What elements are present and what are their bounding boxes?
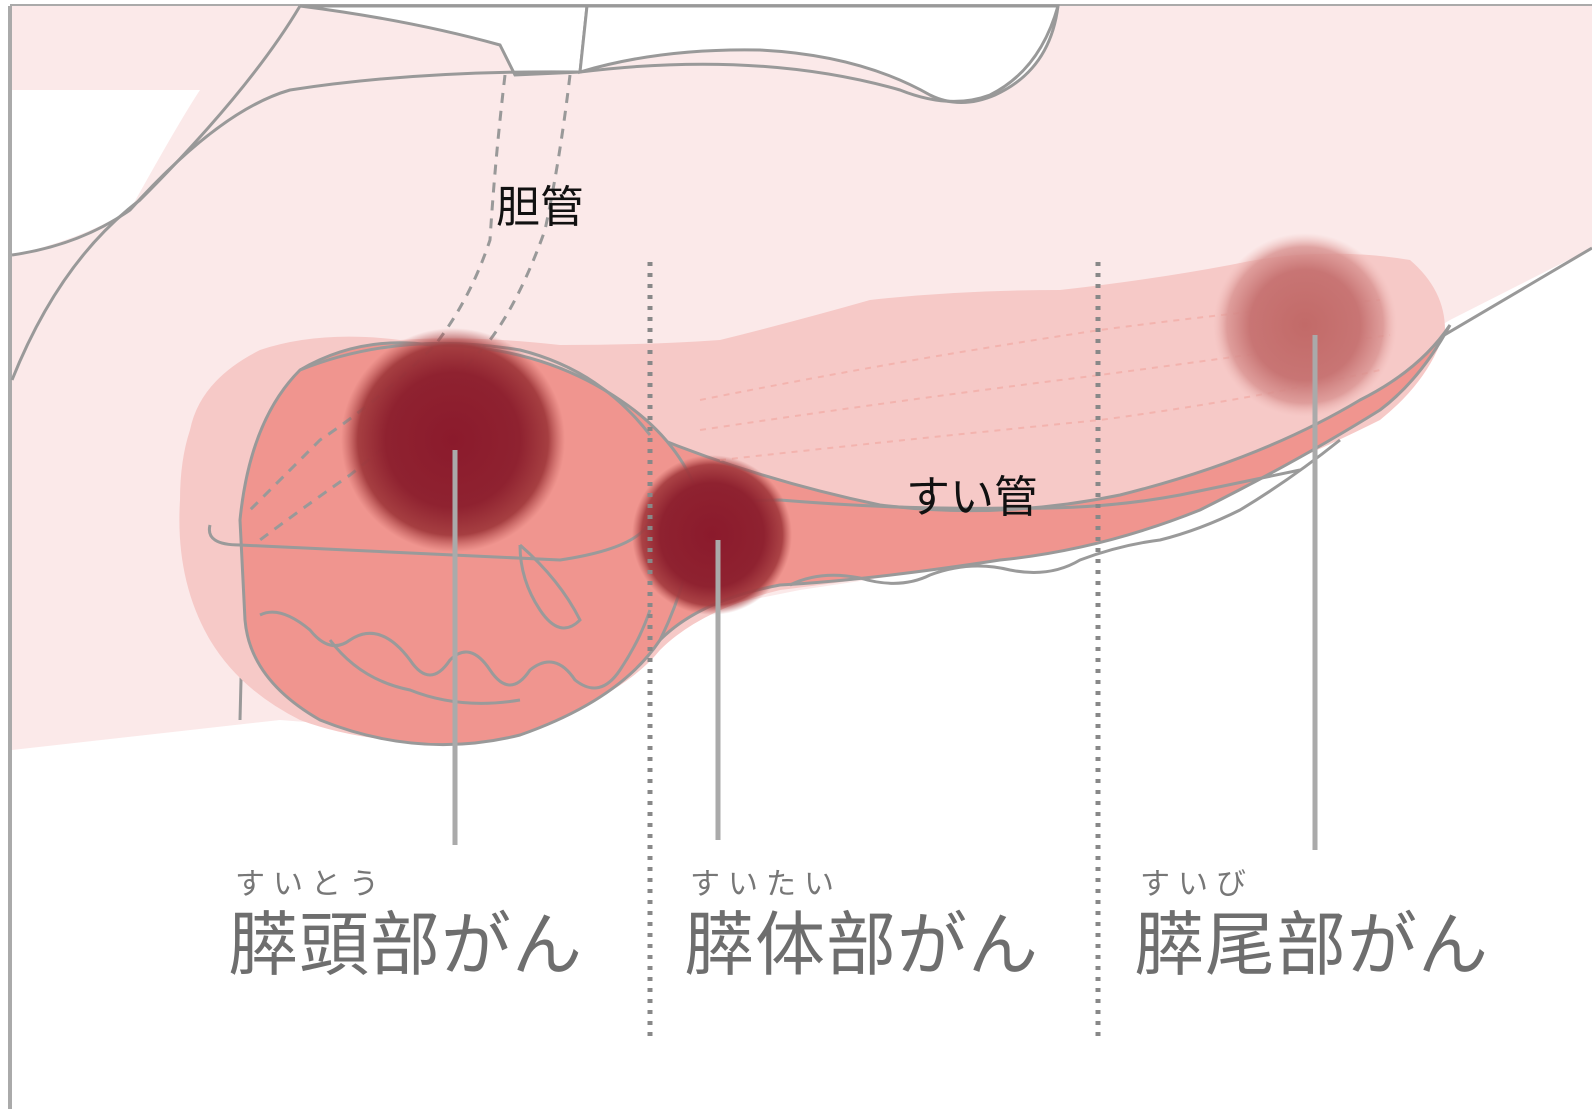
section-dividers: [647, 262, 1101, 1040]
tail-ruby: すいび: [1140, 867, 1254, 902]
white-region-left-upper: [12, 6, 300, 90]
body-cancer-label: 膵体部がん: [684, 904, 1039, 986]
head-cancer-label: 膵頭部がん: [228, 904, 583, 986]
bile-duct-dashes: [248, 74, 572, 542]
pancreatic-duct-label: すい管: [906, 472, 1038, 523]
tail-cancer-label: 膵尾部がん: [1134, 904, 1489, 986]
body-ruby: すいたい: [690, 867, 842, 902]
head-ruby: すいとう: [235, 867, 387, 902]
tumor-tail: [1213, 233, 1397, 417]
bile-duct-label: 胆管: [496, 182, 584, 233]
white-region-stomach: [578, 4, 1060, 104]
tumor-body: [632, 455, 792, 615]
pancreas-body: [648, 324, 1452, 644]
leader-lines: [452, 335, 1318, 850]
white-region-upper: [299, 4, 589, 77]
tumor-head: [341, 328, 565, 552]
white-region-left: [12, 90, 200, 255]
